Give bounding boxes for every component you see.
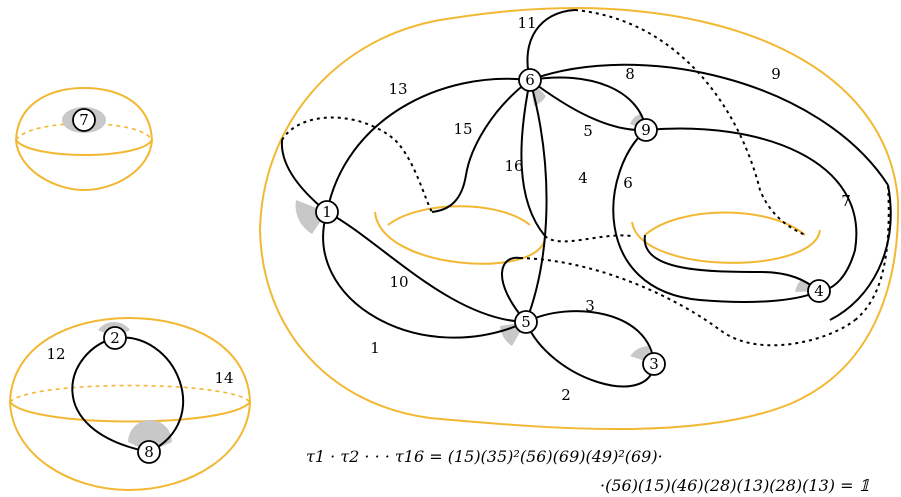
vertex-6: 6 bbox=[518, 68, 542, 92]
edge-label-9: 9 bbox=[771, 65, 781, 83]
edge-4 bbox=[525, 79, 548, 323]
formula-line-2: ·(56)(15)(46)(28)(13)(28)(13) = 𝟙 bbox=[600, 476, 870, 495]
edge-label-10: 10 bbox=[389, 273, 408, 291]
vertex-9: 9 bbox=[634, 118, 658, 142]
edge-label-16: 16 bbox=[504, 157, 523, 175]
vertex-label: 1 bbox=[322, 203, 332, 221]
edge-label-5: 5 bbox=[583, 122, 593, 140]
vertex-label: 8 bbox=[144, 443, 154, 461]
edge-14 bbox=[114, 336, 185, 453]
vertex-label: 4 bbox=[814, 282, 824, 300]
shade-v1 bbox=[295, 200, 327, 234]
vertex-8: 8 bbox=[137, 440, 161, 464]
edge-10 bbox=[326, 211, 527, 323]
edge-inner-v4 bbox=[643, 234, 820, 292]
vertex-label: 9 bbox=[641, 121, 651, 139]
edge-3 bbox=[525, 310, 655, 365]
edge-label-6: 6 bbox=[623, 174, 633, 192]
edge-16 bbox=[520, 79, 546, 237]
edge-8 bbox=[529, 76, 647, 131]
edge-label-11: 11 bbox=[517, 14, 536, 32]
vertex-label: 5 bbox=[521, 313, 531, 331]
edge-label-12: 12 bbox=[46, 345, 65, 363]
edge-7 bbox=[645, 127, 858, 292]
edge-12 bbox=[71, 337, 150, 453]
vertex-label: 2 bbox=[110, 329, 120, 347]
edge-5 bbox=[529, 79, 647, 132]
torus-genus-two bbox=[258, 6, 900, 430]
edge-label-1: 1 bbox=[370, 339, 380, 357]
sphere-small bbox=[14, 86, 154, 192]
vertex-label: 7 bbox=[79, 111, 89, 129]
edges-hidden bbox=[281, 9, 890, 347]
vertex-4: 4 bbox=[807, 279, 831, 303]
vertex-label: 3 bbox=[649, 355, 659, 373]
edge-v1-left bbox=[280, 139, 328, 213]
edge-label-8: 8 bbox=[625, 65, 635, 83]
edge-2 bbox=[525, 321, 655, 388]
vertex-label: 6 bbox=[525, 71, 535, 89]
edge-label-15: 15 bbox=[453, 120, 472, 138]
edge-1 bbox=[322, 211, 527, 339]
sphere-large bbox=[8, 316, 252, 492]
vertex-2: 2 bbox=[103, 326, 127, 350]
edge-v5-loop bbox=[501, 256, 527, 323]
edge-label-3: 3 bbox=[585, 297, 595, 315]
edge-15 bbox=[431, 79, 531, 213]
edge-9 bbox=[529, 63, 889, 186]
edge-label-2: 2 bbox=[561, 386, 571, 404]
edge-11 bbox=[526, 9, 576, 81]
vertex-7: 7 bbox=[72, 108, 96, 132]
vertex-5: 5 bbox=[514, 310, 538, 334]
edge-label-4: 4 bbox=[578, 169, 588, 187]
edge-6 bbox=[612, 129, 820, 303]
vertex-1: 1 bbox=[315, 200, 339, 224]
vertex-3: 3 bbox=[642, 352, 666, 376]
formula-line-1: τ1 · τ2 · · · τ16 = (15)(35)²(56)(69)(49… bbox=[306, 447, 663, 466]
edge-label-13: 13 bbox=[388, 80, 407, 98]
edge-11-right bbox=[829, 184, 892, 321]
angle-shades bbox=[62, 80, 819, 452]
edge-label-14: 14 bbox=[214, 369, 233, 387]
edges bbox=[71, 9, 892, 453]
edge-label-7: 7 bbox=[841, 192, 851, 210]
edge-13 bbox=[326, 77, 531, 213]
